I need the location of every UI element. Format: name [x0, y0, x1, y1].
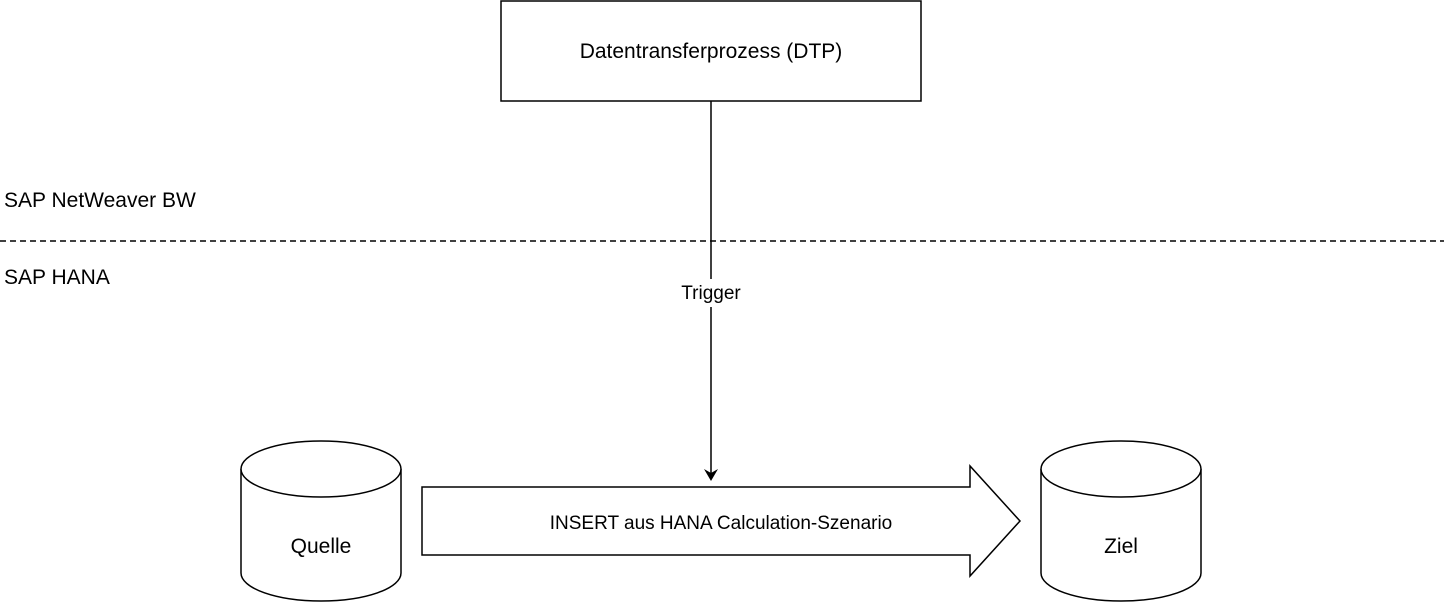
dtp-process-box[interactable]: Datentransferprozess (DTP)	[500, 0, 922, 102]
target-database-icon[interactable]: Ziel	[1040, 440, 1202, 602]
target-database-label: Ziel	[1104, 535, 1138, 558]
insert-flow-arrow[interactable]: INSERT aus HANA Calculation-Szenario	[421, 464, 1022, 578]
layer-label-hana: SAP HANA	[4, 266, 110, 289]
trigger-edge-label: Trigger	[681, 283, 741, 304]
trigger-edge-label-group: Trigger	[670, 279, 752, 307]
source-database-icon[interactable]: Quelle	[240, 440, 402, 602]
dtp-process-label: Datentransferprozess (DTP)	[580, 40, 843, 63]
layer-label-netweaver: SAP NetWeaver BW	[4, 189, 196, 212]
insert-flow-label: INSERT aus HANA Calculation-Szenario	[550, 513, 893, 534]
source-database-label: Quelle	[291, 535, 352, 558]
